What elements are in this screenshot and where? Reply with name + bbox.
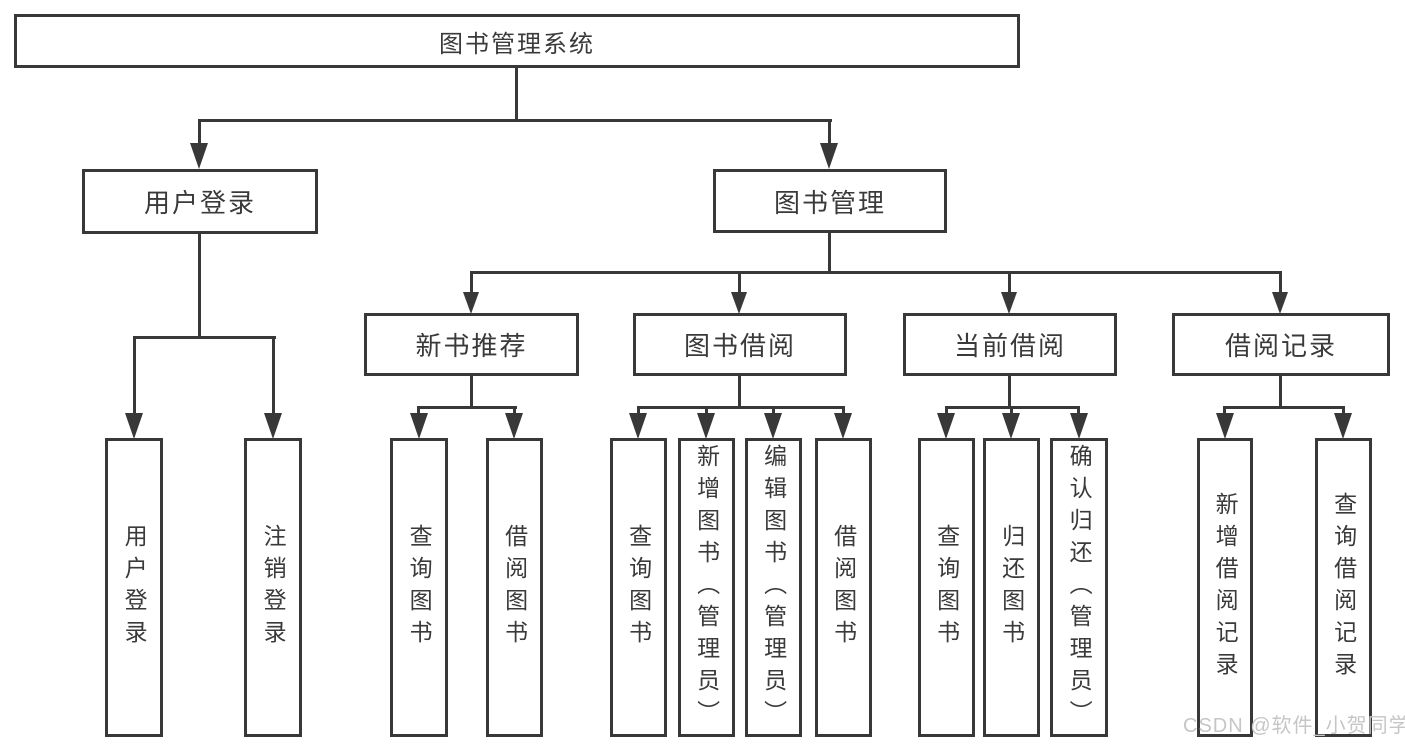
connector-root-left-stem (198, 119, 201, 146)
connector-line (1010, 406, 1013, 415)
connector-line (417, 406, 420, 415)
leaf-query-books-current: 查询图书 (918, 438, 975, 737)
leaf-borrow-books-recommend: 借阅图书 (486, 438, 543, 737)
node-label: 用户登录 (143, 188, 256, 218)
node-label: 图书管理系统 (439, 30, 595, 58)
node-label: 借阅记录 (1224, 331, 1337, 361)
arrow-down-icon (697, 413, 715, 439)
connector-line (1223, 406, 1226, 415)
connector-line (637, 406, 640, 415)
arrow-down-icon (1002, 413, 1020, 439)
connector-line (1008, 271, 1011, 293)
node-label: 确认归还（管理员） (1066, 443, 1093, 732)
arrow-down-icon (125, 413, 143, 439)
node-label: 注销登录 (260, 523, 287, 652)
connector-book-borrow-bar (637, 406, 845, 409)
node-label: 查询图书 (933, 523, 960, 652)
node-user-login: 用户登录 (82, 169, 318, 234)
connector-book-borrow-stem (738, 375, 741, 408)
leaf-confirm-return-admin: 确认归还（管理员） (1050, 438, 1108, 737)
arrow-down-icon (937, 413, 955, 439)
leaf-query-books-borrow: 查询图书 (610, 438, 667, 737)
connector-line (738, 271, 741, 293)
watermark: CSDN @软件_小贺同学 (1183, 715, 1405, 737)
connector-user-login-stem (198, 233, 201, 338)
arrow-down-icon (463, 292, 479, 314)
connector-book-mgmt-bar (470, 271, 1282, 274)
connector-line (133, 336, 136, 414)
arrow-down-icon (505, 413, 523, 439)
connector-book-mgmt-stem (828, 232, 831, 273)
node-label: 当前借阅 (953, 331, 1066, 361)
leaf-add-book-admin: 新增图书（管理员） (678, 438, 735, 737)
connector-line (842, 406, 845, 415)
connector-line (705, 406, 708, 415)
arrow-down-icon (1216, 413, 1234, 439)
node-label: 图书借阅 (683, 331, 796, 361)
connector-line (1077, 406, 1080, 415)
node-label: 编辑图书（管理员） (760, 443, 787, 732)
node-book-borrow: 图书借阅 (633, 313, 847, 376)
arrow-down-icon (731, 292, 747, 314)
leaf-query-borrow-record: 查询借阅记录 (1315, 438, 1372, 737)
arrow-down-icon (820, 143, 838, 169)
leaf-add-borrow-record: 新增借阅记录 (1197, 438, 1253, 737)
connector-line (470, 271, 473, 293)
connector-line (772, 406, 775, 415)
connector-line (272, 336, 275, 414)
arrow-down-icon (629, 413, 647, 439)
leaf-edit-book-admin: 编辑图书（管理员） (745, 438, 802, 737)
leaf-user-login: 用户登录 (105, 438, 163, 737)
node-new-book-recommend: 新书推荐 (364, 313, 579, 376)
arrow-down-icon (190, 143, 208, 169)
leaf-return-books: 归还图书 (983, 438, 1040, 737)
connector-new-book-bar (418, 406, 517, 409)
arrow-down-icon (1334, 413, 1352, 439)
node-label: 新书推荐 (415, 331, 528, 361)
node-borrow-records: 借阅记录 (1172, 313, 1390, 376)
leaf-logout: 注销登录 (244, 438, 302, 737)
connector-root-bar (198, 119, 832, 122)
connector-root-right-stem (828, 119, 831, 146)
node-label: 归还图书 (998, 523, 1025, 652)
arrow-down-icon (1001, 292, 1017, 314)
node-label: 查询图书 (406, 523, 433, 652)
connector-line (1342, 406, 1345, 415)
arrow-down-icon (264, 413, 282, 439)
node-label: 图书管理 (773, 187, 886, 218)
node-label: 借阅图书 (830, 523, 857, 652)
node-label: 查询图书 (625, 523, 652, 652)
node-root: 图书管理系统 (14, 14, 1020, 68)
arrow-down-icon (1070, 413, 1088, 439)
arrow-down-icon (1272, 292, 1288, 314)
node-current-borrow: 当前借阅 (903, 313, 1117, 376)
connector-user-login-bar (133, 336, 276, 339)
arrow-down-icon (834, 413, 852, 439)
connector-root-stem (515, 66, 518, 121)
leaf-borrow-books: 借阅图书 (815, 438, 872, 737)
connector-new-book-stem (470, 375, 473, 408)
leaf-query-books-recommend: 查询图书 (390, 438, 448, 737)
connector-borrow-records-bar (1224, 406, 1345, 409)
connector-borrow-records-stem (1279, 375, 1282, 408)
node-label: 新增图书（管理员） (693, 443, 720, 732)
arrow-down-icon (410, 413, 428, 439)
node-book-management: 图书管理 (713, 169, 947, 233)
node-label: 用户登录 (121, 523, 148, 652)
arrow-down-icon (764, 413, 782, 439)
connector-line (513, 406, 516, 415)
connector-line (945, 406, 948, 415)
node-label: 查询借阅记录 (1330, 491, 1357, 684)
connector-current-borrow-stem (1008, 375, 1011, 408)
connector-line (1279, 271, 1282, 293)
node-label: 借阅图书 (501, 523, 528, 652)
node-label: 新增借阅记录 (1212, 491, 1239, 684)
